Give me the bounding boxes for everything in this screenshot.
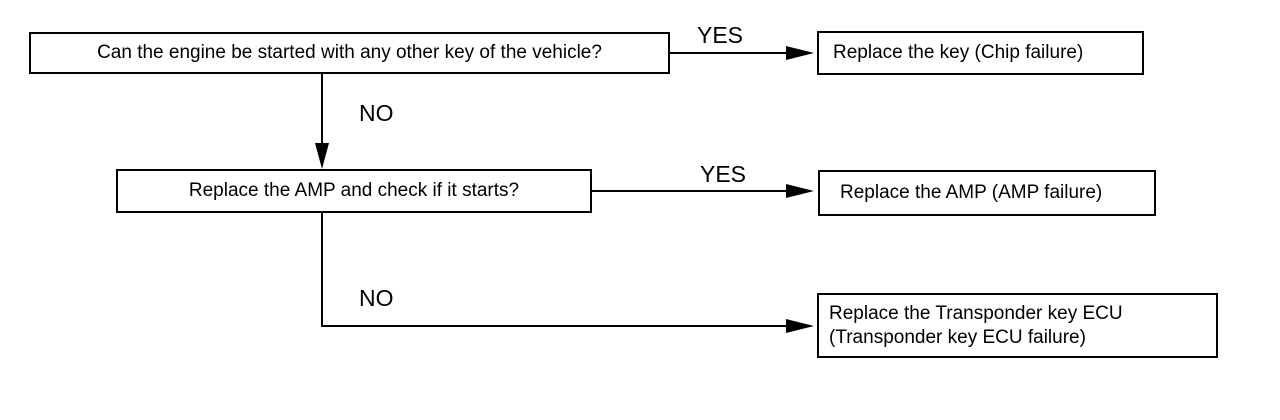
result-replace-ecu-box: Replace the Transponder key ECU (Transpo… [817,293,1218,358]
result-replace-ecu-line1: Replace the Transponder key ECU [829,303,1123,324]
label-yes-1: YES [697,22,744,48]
question-replace-amp-text: Replace the AMP and check if it starts? [188,180,520,201]
connector-no-2 [321,213,786,327]
question-replace-amp-box: Replace the AMP and check if it starts? [116,169,592,213]
result-replace-key-box: Replace the key (Chip failure) [817,31,1144,75]
arrowhead-no-2 [786,319,814,333]
result-replace-amp-text: Replace the AMP (AMP failure) [840,182,1103,203]
label-no-1: NO [359,100,394,126]
arrowhead-yes-2 [786,184,814,198]
question-other-key-box: Can the engine be started with any other… [29,32,670,74]
label-yes-2: YES [700,161,747,187]
result-replace-ecu-line2: (Transponder key ECU failure) [829,327,1086,348]
result-replace-key-text: Replace the key (Chip failure) [833,42,1084,63]
arrowhead-yes-1 [786,46,814,60]
label-no-2: NO [359,285,394,311]
result-replace-amp-box: Replace the AMP (AMP failure) [818,170,1156,216]
arrowhead-no-1 [315,143,329,169]
question-other-key-text: Can the engine be started with any other… [97,42,602,63]
